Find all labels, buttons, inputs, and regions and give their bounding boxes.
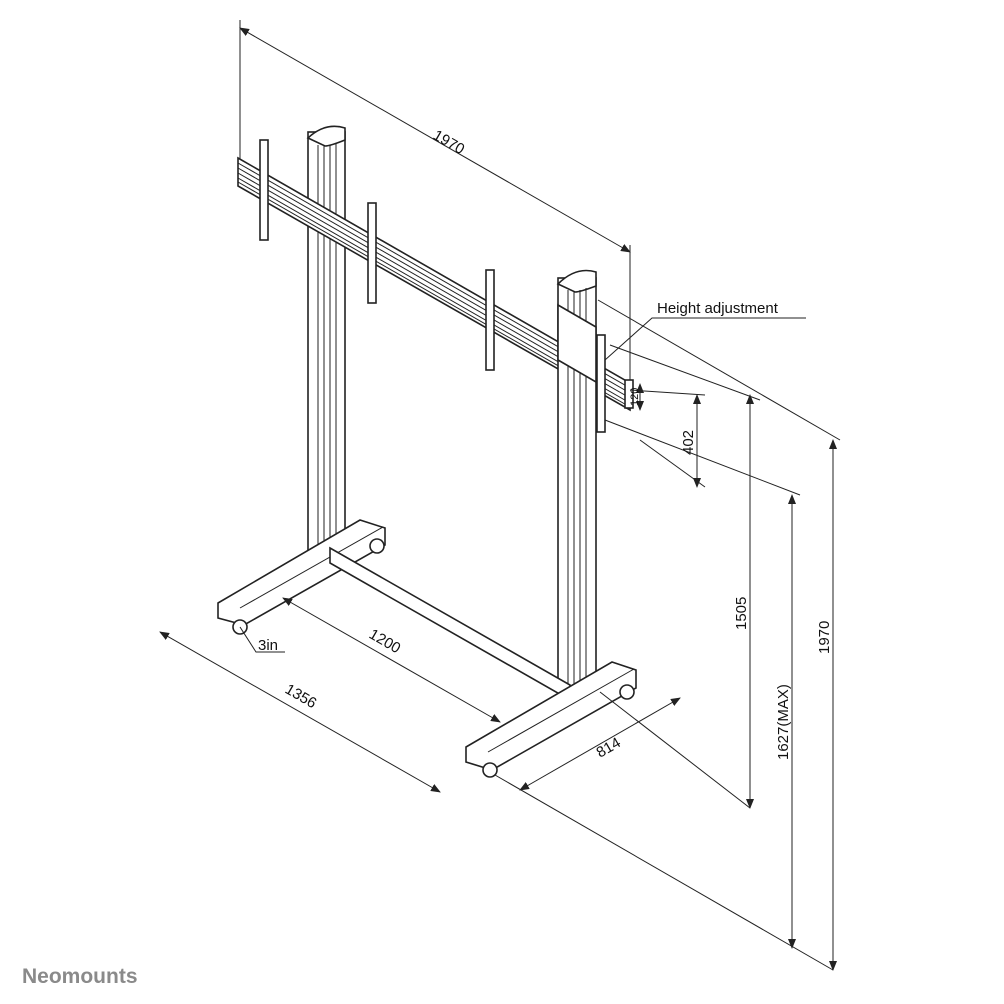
caster-size-label: 3in <box>258 637 278 654</box>
inner-width-label: 1200 <box>366 626 403 657</box>
adjust-range-label: 402 <box>680 430 697 455</box>
right-column <box>556 269 597 701</box>
top-width-label: 1970 <box>430 127 467 158</box>
height-dimensions: 120 402 1505 1627(MAX) 1970 <box>597 299 841 971</box>
height-adjustment-label: Height adjustment <box>657 300 779 317</box>
total-height-label: 1970 <box>816 621 833 654</box>
left-column <box>306 125 346 557</box>
vesa-spacing-label: 120 <box>629 388 641 406</box>
base-depth-label: 814 <box>594 734 624 761</box>
base-width-label: 1356 <box>282 681 319 712</box>
height-adjustment-callout: Height adjustment <box>604 300 806 361</box>
brand-logo: Neomounts <box>22 965 138 988</box>
vesa-plates <box>259 139 634 433</box>
max-height-label: 1627(MAX) <box>775 684 792 760</box>
min-height-label: 1505 <box>733 597 750 630</box>
